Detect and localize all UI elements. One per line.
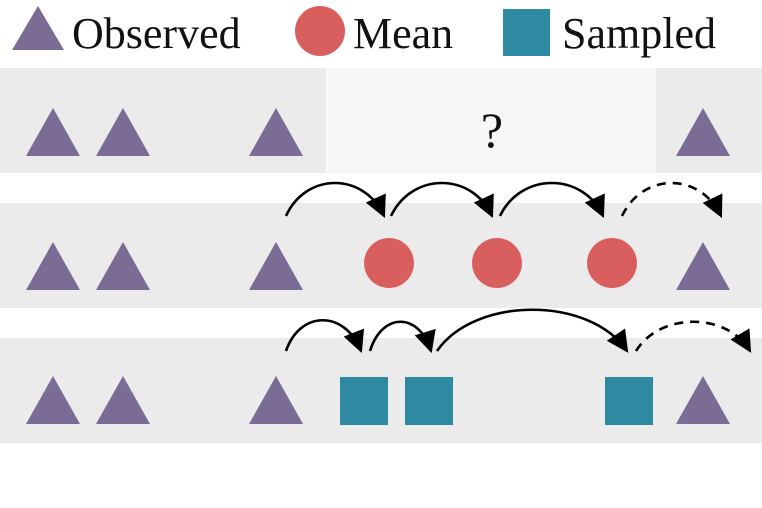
- transition-arrow: [368, 320, 436, 354]
- observed-marker: [96, 108, 150, 156]
- legend: Observed Mean Sampled: [12, 6, 716, 58]
- mean-marker: [364, 238, 414, 288]
- transition-arrow: [284, 318, 365, 354]
- row-mean: [0, 181, 762, 308]
- transition-arrow: [498, 181, 605, 219]
- missing-gap-region: [326, 68, 656, 173]
- transition-arrow: [389, 181, 494, 219]
- observed-marker: [96, 376, 150, 424]
- missing-gap-symbol: ?: [481, 102, 503, 158]
- observed-marker: [249, 376, 303, 424]
- observed-marker: [26, 376, 80, 424]
- mean-marker: [587, 238, 637, 288]
- sampled-marker: [605, 377, 653, 425]
- sampled-legend-label: Sampled: [562, 9, 716, 58]
- mean-legend-label: Mean: [353, 9, 453, 58]
- observed-marker: [26, 108, 80, 156]
- row-missing: ?: [0, 68, 762, 173]
- observed-marker: [26, 242, 80, 290]
- observed-legend-icon: [12, 6, 64, 50]
- observed-legend-label: Observed: [72, 9, 241, 58]
- sampled-legend-icon: [503, 9, 550, 56]
- observed-marker: [676, 376, 730, 424]
- sampled-marker: [405, 377, 453, 425]
- observed-marker: [676, 242, 730, 290]
- observed-marker: [96, 242, 150, 290]
- transition-arrow-dashed: [634, 320, 752, 353]
- transition-arrow: [435, 308, 629, 353]
- mean-marker: [472, 238, 522, 288]
- observed-marker: [249, 242, 303, 290]
- mean-legend-icon: [295, 6, 345, 56]
- observed-marker: [676, 108, 730, 156]
- transition-arrow: [284, 181, 386, 219]
- row-sampled: [0, 308, 762, 443]
- observed-marker: [249, 108, 303, 156]
- sampled-marker: [340, 377, 388, 425]
